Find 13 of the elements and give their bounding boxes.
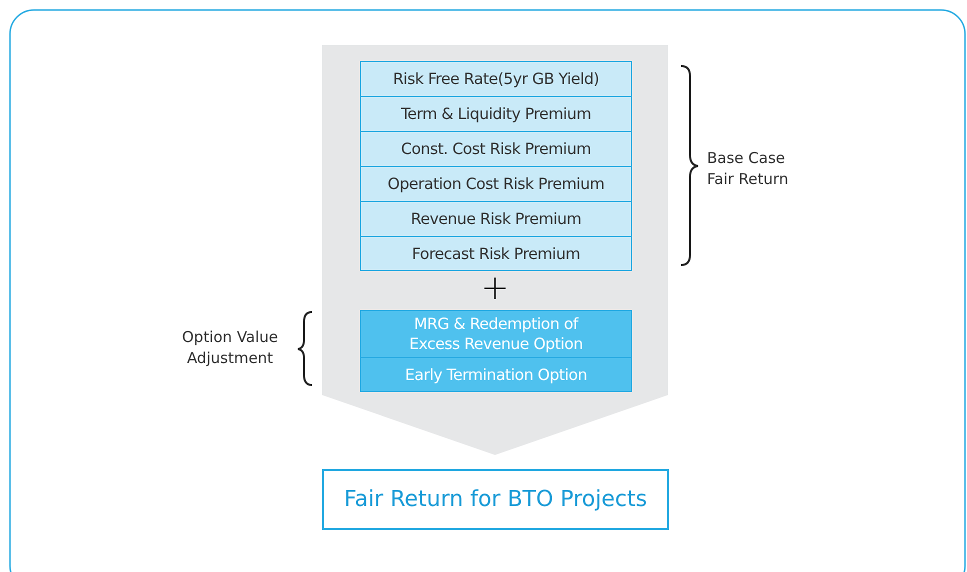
bracket-label: Option Value Adjustment <box>180 327 280 369</box>
down-arrow-shape <box>322 45 668 455</box>
option-box: MRG & Redemption of Excess Revenue Option <box>360 310 632 358</box>
premium-box: Operation Cost Risk Premium <box>360 166 632 202</box>
result-box: Fair Return for BTO Projects <box>322 469 669 530</box>
premium-box: Risk Free Rate(5yr GB Yield) <box>360 61 632 97</box>
premium-box: Const. Cost Risk Premium <box>360 131 632 167</box>
premium-box: Term & Liquidity Premium <box>360 96 632 132</box>
premium-box: Forecast Risk Premium <box>360 236 632 271</box>
premium-box: Revenue Risk Premium <box>360 201 632 237</box>
bracket-label: Base Case Fair Return <box>707 148 790 190</box>
plus-sign: + <box>480 270 510 306</box>
option-box: Early Termination Option <box>360 357 632 392</box>
